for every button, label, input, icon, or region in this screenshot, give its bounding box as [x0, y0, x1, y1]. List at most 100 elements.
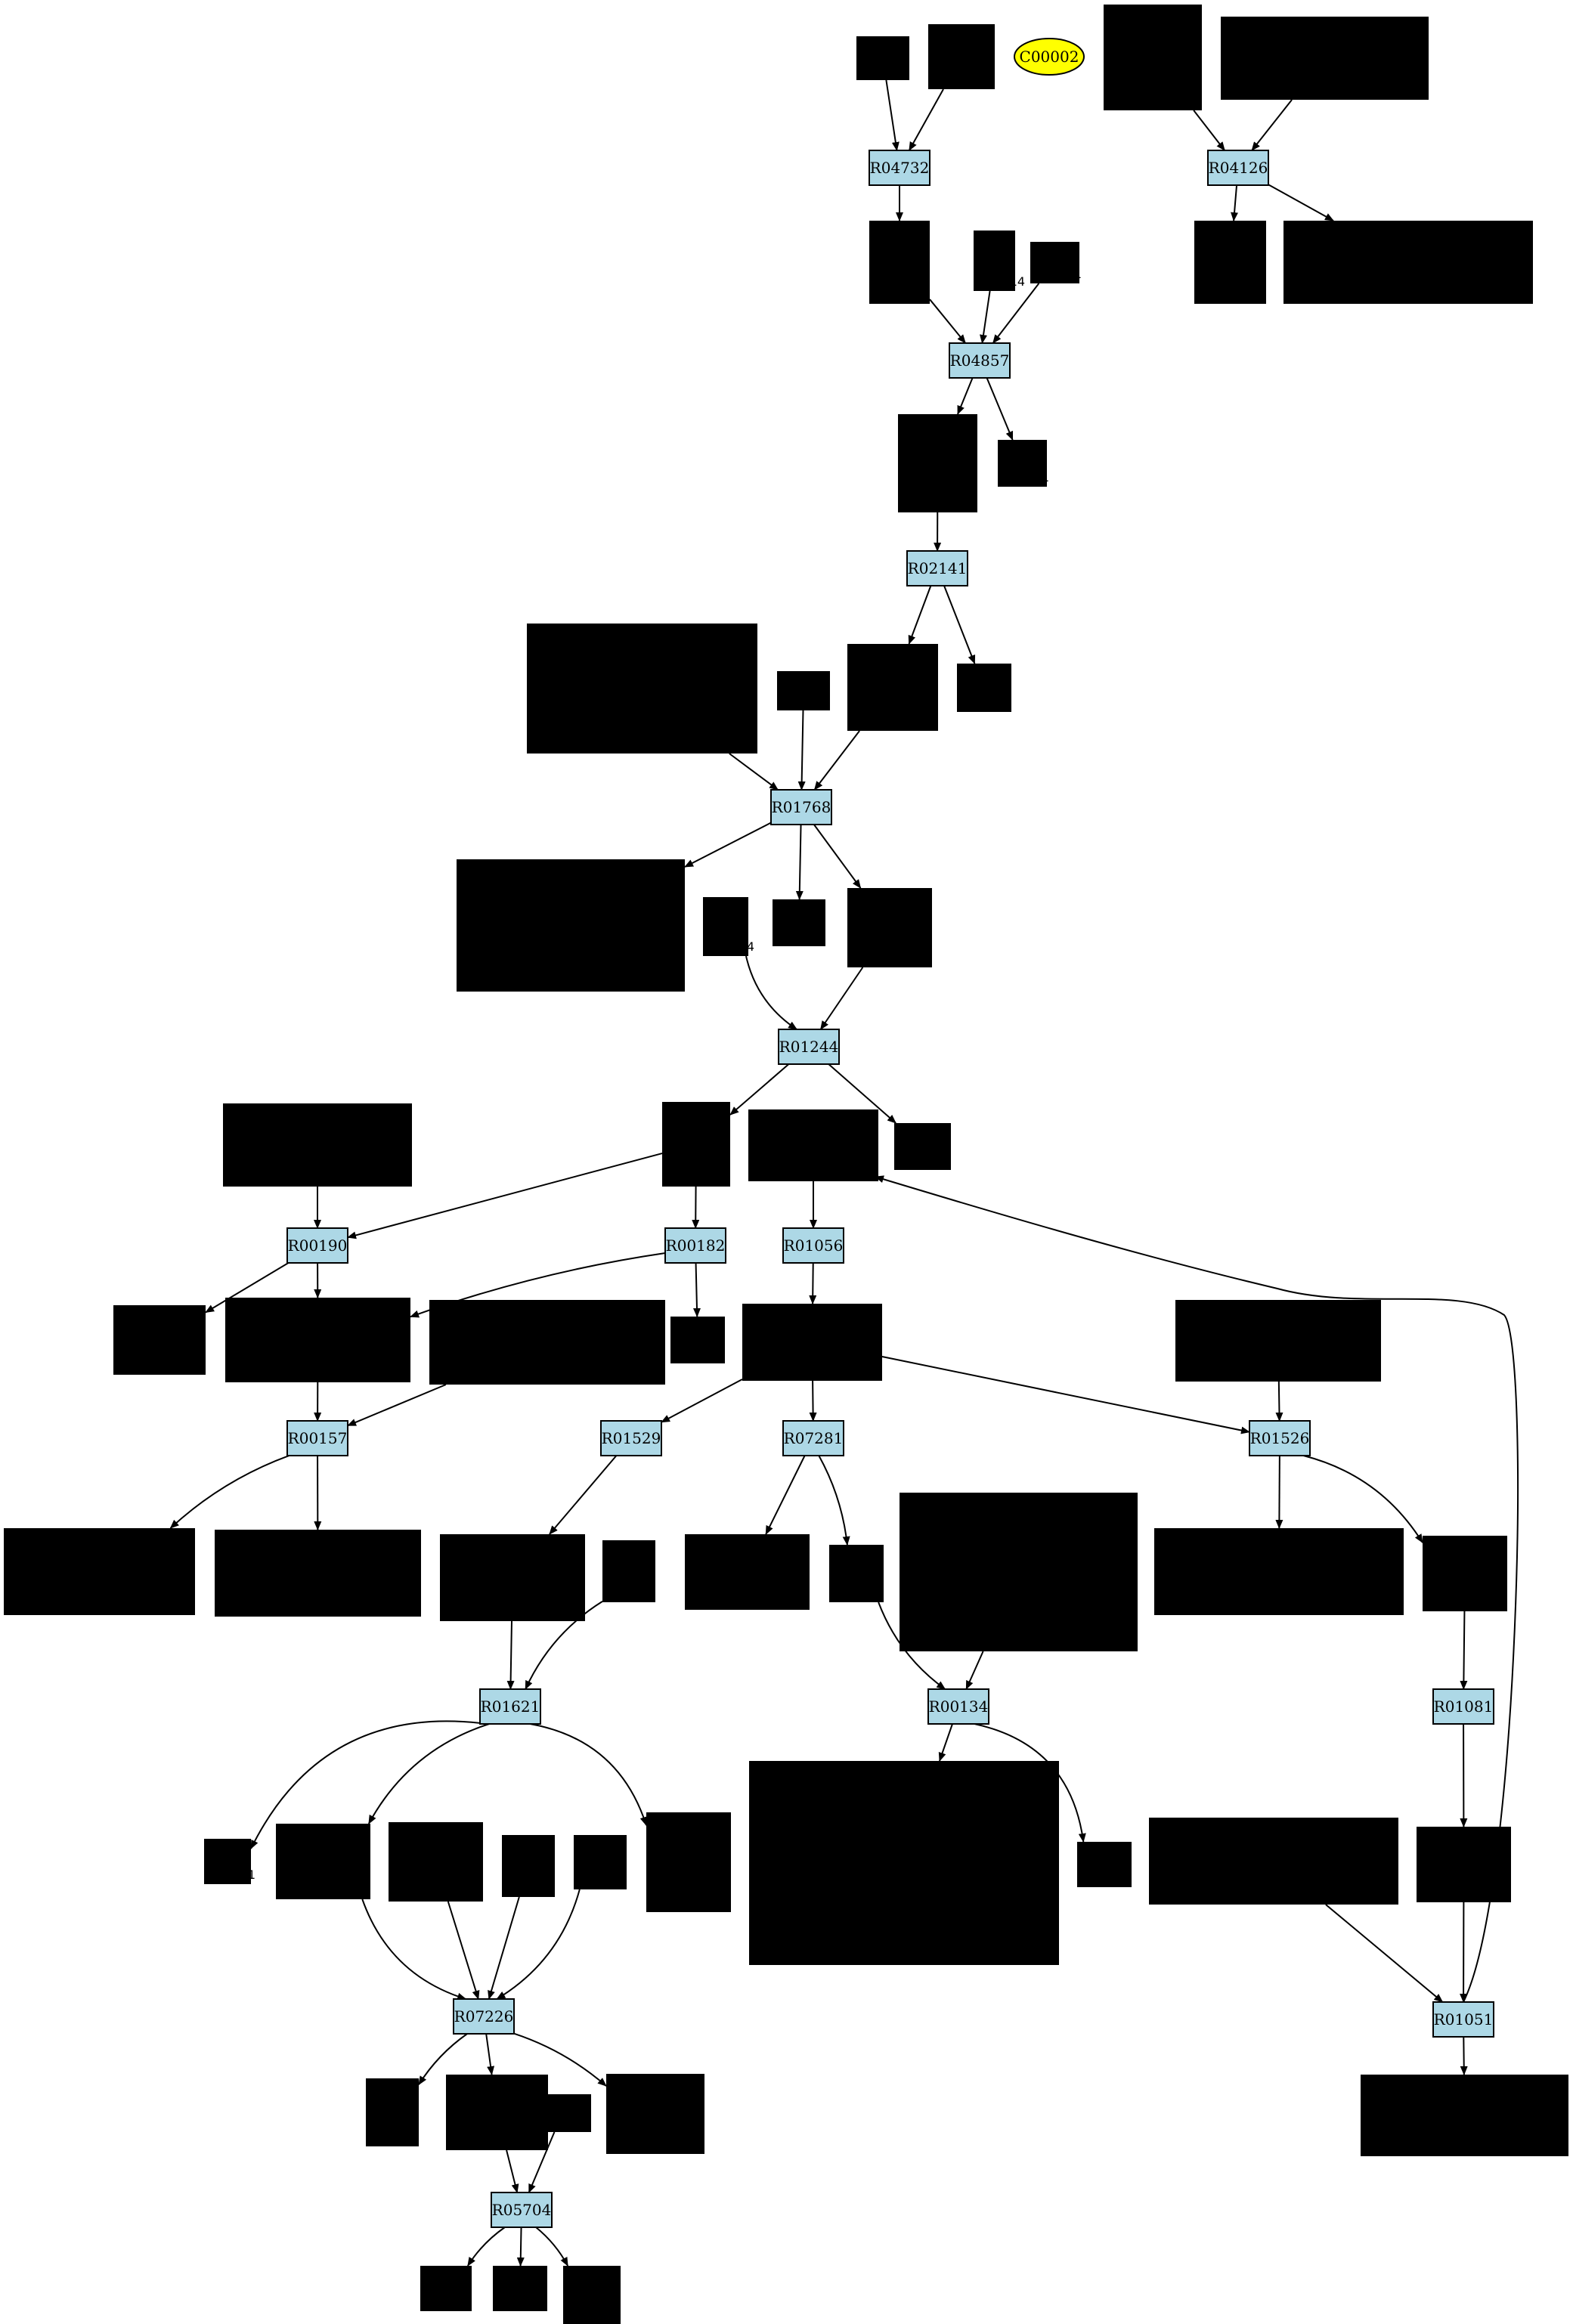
reaction-node-r01056[interactable]: R01056: [782, 1227, 844, 1264]
compound-id: C00009: [370, 2130, 417, 2144]
compound-id: C00014: [506, 1880, 553, 1895]
atom-label: HO: [1431, 1838, 1444, 1849]
compound-frame: [847, 888, 932, 967]
reaction-node-r04126[interactable]: R04126: [1207, 150, 1269, 186]
reaction-node-r05704[interactable]: R05704: [491, 2192, 553, 2228]
reaction-node-r01051[interactable]: R01051: [1432, 2001, 1494, 2038]
compound-id: C00003: [219, 1600, 266, 1614]
reaction-node-r00182[interactable]: R00182: [664, 1227, 726, 1264]
reaction-node-r01081[interactable]: R01081: [1432, 1688, 1494, 1725]
reaction-node-r00157[interactable]: R00157: [286, 1420, 348, 1456]
edge-c7-to-r04857: [992, 283, 1040, 344]
compound-node-c00011[interactable]: C00011: [1030, 242, 1082, 283]
reaction-node-r01526[interactable]: R01526: [1249, 1420, 1311, 1456]
reaction-node-r01621[interactable]: R01621: [479, 1688, 541, 1725]
edge-c6-to-r04857: [980, 290, 991, 344]
compound-node-c00011[interactable]: C00011: [1077, 1842, 1132, 1887]
atom-label: OH: [621, 679, 634, 690]
compound-frame: [389, 1822, 483, 1902]
compound-frame: [928, 24, 995, 89]
atom-label: P: [156, 1330, 162, 1341]
compound-node-unlabeled[interactable]: [493, 2266, 547, 2311]
atom-label: R: [1110, 63, 1116, 73]
compound-node-unlabeled[interactable]: [534, 2094, 591, 2132]
target-compound-node[interactable]: C00002: [1014, 38, 1085, 76]
compound-id: C03968: [1108, 94, 1155, 108]
reaction-node-r01768[interactable]: R01768: [770, 789, 832, 825]
reaction-node-r07226[interactable]: R07226: [453, 1998, 515, 2035]
reaction-node-r07281[interactable]: R07281: [782, 1420, 844, 1456]
reaction-node-r01244[interactable]: R01244: [778, 1029, 840, 1065]
compound-node-c00011[interactable]: C00011: [856, 36, 909, 80]
compound-frame: [749, 1761, 1059, 1965]
reaction-node-r01529[interactable]: R01529: [600, 1420, 662, 1456]
reaction-node-r00134[interactable]: R00134: [927, 1688, 989, 1725]
edge-c4-to-r04126: [1251, 99, 1293, 151]
reaction-node-r02141[interactable]: R02141: [906, 550, 968, 586]
reaction-node-r04857[interactable]: R04857: [949, 342, 1011, 379]
atom-label: N: [885, 704, 892, 715]
atom-label: P: [1323, 253, 1328, 264]
edge-r01621-to-c39: [250, 1720, 481, 1849]
compound-frame: [957, 664, 1011, 712]
edge-r02141-to-c14: [908, 585, 932, 645]
reaction-node-r04732[interactable]: R04732: [869, 150, 930, 186]
atom-label: N: [940, 33, 946, 44]
compound-node-c00080[interactable]: H⁺C00080: [777, 671, 830, 710]
reaction-label: R01621: [481, 1697, 540, 1716]
atom-label: P: [1188, 1852, 1194, 1863]
atom-label: OH: [1432, 1577, 1446, 1588]
compound-node-c00011[interactable]: C00011: [420, 2266, 472, 2311]
reaction-node-r00190[interactable]: R00190: [286, 1227, 348, 1264]
